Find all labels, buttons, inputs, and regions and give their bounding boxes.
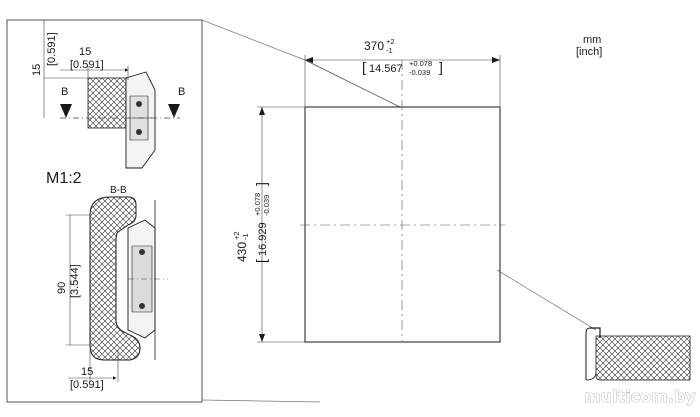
bottom-dim-in: [0.591] (70, 379, 104, 391)
width-tol-lower: -1 (386, 46, 393, 55)
section-label: B-B (110, 185, 127, 196)
height-tol-upper: +2 (232, 231, 241, 240)
section-marker-right: B (178, 86, 185, 98)
width-in-bracket-close: ] (439, 59, 443, 75)
height-dimension-lines (257, 106, 305, 343)
height-dim-mm: 90 (56, 282, 68, 294)
height-in-tol-lower: -0.039 (262, 195, 271, 216)
height-in-bracket-close: ] (253, 182, 269, 186)
bottom-dim-mm: 15 (81, 366, 93, 378)
watermark-text: multicom.by (584, 387, 696, 406)
side-dim-mm: 15 (31, 64, 43, 76)
callout-line-top (201, 19, 306, 61)
cutout-outline (300, 60, 505, 343)
width-in-bracket-open: [ (362, 59, 366, 75)
width-tol-upper: +2 (386, 37, 395, 46)
callout-arrow-line (304, 59, 401, 108)
callout-line-bottom (201, 399, 321, 403)
width-in-tol-upper: +0.078 (409, 59, 432, 68)
height-dim-in: [3.544] (69, 264, 81, 298)
width-dimension-lines (304, 55, 501, 107)
scale-label: M1:2 (46, 170, 82, 187)
detail-frame (6, 19, 203, 403)
corner-detail (496, 269, 691, 381)
height-in-tol-upper: +0.078 (253, 193, 262, 216)
top-dim-in: [0.591] (70, 59, 104, 71)
units-inch: [inch] (576, 46, 602, 58)
side-dim-in: [0.591] (46, 32, 58, 66)
height-in: 16.929 (257, 222, 269, 256)
top-dim-mm: 15 (79, 46, 91, 58)
height-mm: 430 (235, 242, 249, 262)
height-tol-lower: -1 (241, 233, 250, 240)
units-mm: mm (583, 34, 601, 46)
width-mm: 370 (364, 39, 384, 53)
width-in-tol-lower: -0.039 (409, 68, 430, 77)
detail-section-view (66, 196, 168, 382)
height-in-bracket-open: [ (253, 259, 269, 263)
width-in: 14.567 (369, 63, 403, 75)
section-marker-left: B (61, 86, 68, 98)
detail-plan-view (43, 20, 180, 169)
